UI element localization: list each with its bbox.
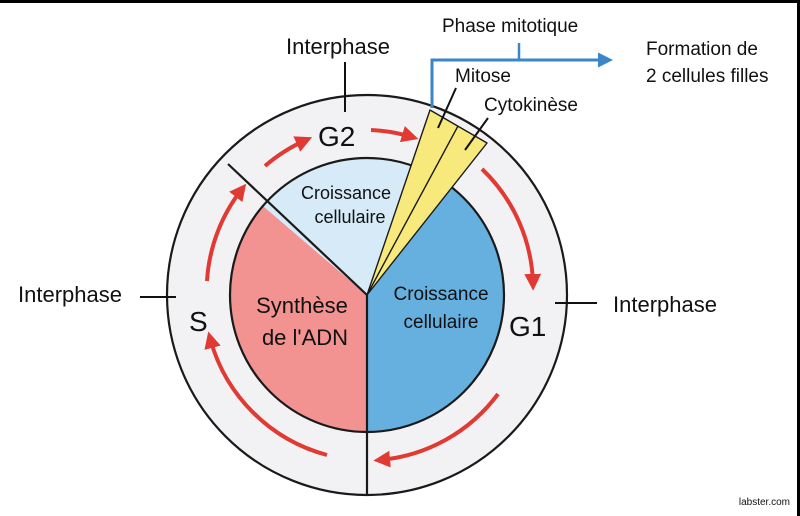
- s-phase-label: S: [189, 306, 208, 337]
- mitosis-cytokinesis-divider: [366, 125, 459, 296]
- pointer-mitose: [437, 87, 457, 129]
- top-border: [0, 0, 800, 3]
- s-phase-sector: [230, 206, 367, 432]
- arrow-right: [480, 167, 542, 291]
- g2-phase-label: G2: [318, 121, 355, 152]
- arrow-g2-to-top: [263, 136, 313, 168]
- interphase-left-label: Interphase: [18, 282, 122, 307]
- cytokinese-label: Cytokinèse: [484, 95, 578, 116]
- mitose-label: Mitose: [455, 66, 511, 87]
- arrow-g2: [370, 126, 419, 143]
- g2-phase-sector: [263, 157, 426, 295]
- formation-label-line2: 2 cellules filles: [646, 66, 769, 87]
- interphase-top-label: Interphase: [286, 34, 390, 59]
- mitotic-phase-bracket: [430, 52, 613, 108]
- arrow-left-lower: [204, 331, 328, 457]
- synthese-line2: de l'ADN: [262, 325, 348, 350]
- phase-mitotique-label: Phase mitotique: [442, 16, 578, 37]
- right-border: [797, 0, 800, 516]
- watermark: labster.com: [739, 497, 790, 508]
- divider-upper-left: [227, 163, 368, 296]
- arrow-bottom: [373, 392, 500, 468]
- croissance-right-line1: Croissance: [393, 284, 488, 305]
- interphase-right-label: Interphase: [613, 292, 717, 317]
- formation-label-line1: Formation de: [646, 39, 758, 60]
- arrow-left-upper: [205, 183, 247, 282]
- pointer-cytokinese: [464, 117, 489, 151]
- g1-phase-label: G1: [509, 311, 546, 342]
- croissance-top-line2: cellulaire: [314, 207, 385, 227]
- croissance-right-line2: cellulaire: [404, 312, 479, 333]
- croissance-top-line1: Croissance: [301, 183, 391, 203]
- synthese-line1: Synthèse: [256, 293, 348, 318]
